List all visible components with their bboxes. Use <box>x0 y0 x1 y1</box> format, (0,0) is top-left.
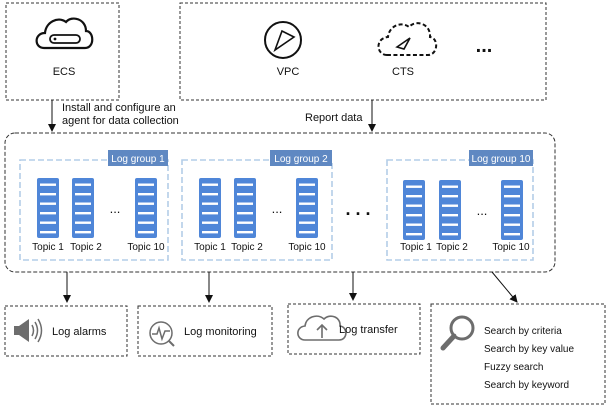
search-option: Search by criteria <box>484 326 562 337</box>
report-label: Report data <box>305 112 363 124</box>
topic-block <box>199 178 221 238</box>
topic-ellipsis: ... <box>110 201 121 216</box>
topic-label: Topic 10 <box>492 242 530 253</box>
topic-ellipsis: ... <box>272 201 283 216</box>
log-group-10: Log group 10 ... Topic 1 Topic 2 Topic 1… <box>386 150 534 261</box>
log-search-box: Search by criteria Search by key value F… <box>430 303 606 405</box>
ecs-box: ECS <box>5 2 120 101</box>
log-monitoring-box: Log monitoring <box>137 305 273 357</box>
topic-block <box>439 180 461 240</box>
cloud-server-icon <box>35 17 94 50</box>
cts-icon <box>377 22 438 56</box>
ecs-label: ECS <box>53 66 76 78</box>
topic-block <box>234 178 256 238</box>
log-group-1: Log group 1 ... Topic 1 Topic 2 Topic 10 <box>19 150 169 261</box>
agent-label-line2: agent for data collection <box>62 115 179 127</box>
log-service-container <box>4 132 556 273</box>
log-transfer-box: Log transfer <box>287 303 421 355</box>
topic-label: Topic 1 <box>194 242 226 253</box>
topic-ellipsis: ... <box>477 203 488 218</box>
search-option: Search by keyword <box>484 380 569 391</box>
topic-label: Topic 10 <box>288 242 326 253</box>
log-groups-ellipsis: . . . <box>345 199 370 219</box>
log-transfer-label: Log transfer <box>339 324 398 336</box>
topic-block <box>37 178 59 238</box>
vpc-label: VPC <box>277 66 300 78</box>
topic-label: Topic 1 <box>32 242 64 253</box>
search-option: Fuzzy search <box>484 362 543 373</box>
log-group-title: Log group 1 <box>111 154 165 165</box>
topic-block <box>72 178 94 238</box>
vpc-icon <box>264 21 302 59</box>
topic-block <box>501 180 523 240</box>
magnifier-icon <box>440 315 475 351</box>
topic-block <box>296 178 318 238</box>
log-group-2: Log group 2 ... Topic 1 Topic 2 Topic 10 <box>181 150 333 261</box>
search-arrow <box>491 271 518 303</box>
agent-label-line1: Install and configure an <box>62 102 176 114</box>
topic-label: Topic 1 <box>400 242 432 253</box>
log-alarms-box: Log alarms <box>4 305 128 357</box>
topic-label: Topic 2 <box>436 242 468 253</box>
more-sources: ... <box>476 35 493 57</box>
topic-label: Topic 2 <box>70 242 102 253</box>
topic-label: Topic 2 <box>231 242 263 253</box>
log-monitoring-label: Log monitoring <box>184 326 257 338</box>
topic-label: Topic 10 <box>127 242 165 253</box>
cloud-sources-box: VPC CTS ... <box>179 2 547 101</box>
log-group-title: Log group 2 <box>274 154 328 165</box>
log-group-title: Log group 10 <box>472 154 531 165</box>
speaker-icon <box>14 318 43 343</box>
log-group-header <box>270 150 332 166</box>
monitoring-icon <box>149 321 175 347</box>
cts-label: CTS <box>392 66 414 78</box>
log-alarms-label: Log alarms <box>52 326 107 338</box>
topic-block <box>403 180 425 240</box>
topic-block <box>135 178 157 238</box>
search-option: Search by key value <box>484 344 574 355</box>
log-group-header <box>108 150 168 166</box>
cloud-upload-icon <box>297 315 347 341</box>
log-group-header <box>469 150 533 166</box>
